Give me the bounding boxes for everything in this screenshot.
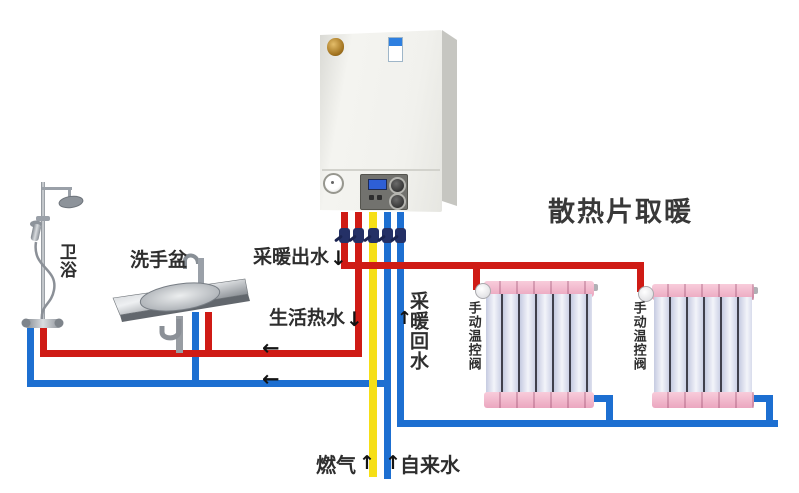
label-heating-outlet: 采暖出水 [253, 246, 330, 268]
pipe-heating-return-horizontal [397, 420, 778, 427]
pipe-cold-water-horizontal [27, 380, 391, 387]
gas-arrow-icon: ↑ [359, 452, 375, 474]
label-manual-valve-1: 手动温控阀 [465, 301, 481, 371]
radiator2-manual-valve [638, 286, 654, 302]
boiler-button-1 [369, 195, 374, 200]
pipe-radiator1-return-elbow [588, 395, 610, 402]
radiator2-fins [654, 297, 752, 395]
heating-outlet-arrow-icon: ↓ [330, 246, 347, 270]
valve-tap-water [382, 228, 393, 243]
boiler-energy-label [388, 37, 403, 62]
pipe-hot-water-shower [40, 328, 47, 357]
hot-water-flow-arrow-icon: ← [262, 336, 280, 360]
boiler-pressure-gauge [323, 173, 344, 194]
boiler-seam [322, 169, 440, 171]
radiator-1 [484, 281, 594, 408]
boiler-brand-badge [327, 38, 344, 56]
valve-gas [368, 228, 379, 243]
boiler-control-panel [360, 174, 408, 210]
radiator1-fins [486, 294, 592, 395]
cold-water-flow-arrow-icon: ← [262, 367, 280, 391]
label-gas: 燃气 [316, 453, 356, 477]
label-radiator-heating-title: 散热片取暖 [548, 197, 693, 228]
radiator1-top-header [484, 281, 594, 297]
radiator-2 [652, 284, 754, 408]
label-heating-return: 采暖回水 [406, 291, 429, 371]
label-tap-water: 自来水 [400, 453, 460, 477]
radiator2-top-header [652, 284, 754, 300]
pipe-hot-water-sink [205, 312, 212, 357]
label-bathroom: 卫浴 [55, 243, 76, 279]
domestic-hot-arrow-icon: ↓ [346, 307, 363, 331]
pipe-radiator2-return-riser [766, 395, 773, 427]
pipe-gas [369, 212, 377, 477]
pipe-cold-water-sink [192, 312, 199, 387]
pipe-radiator2-supply-drop [637, 262, 644, 292]
pipe-domestic-hot-horizontal [40, 350, 362, 357]
washbasin-fixture [112, 253, 250, 353]
valve-heating-return [395, 228, 406, 243]
label-manual-valve-2: 手动温控阀 [630, 301, 646, 371]
boiler-knob-bottom [389, 193, 406, 210]
pipe-heating-supply-horizontal [341, 262, 644, 269]
pipe-domestic-hot-vertical [355, 212, 362, 357]
tap-water-arrow-icon: ↑ [385, 452, 401, 474]
heating-return-arrow-icon: ↑ [397, 308, 413, 329]
label-washbasin: 洗手盆 [130, 249, 188, 271]
radiator2-bottom-header [652, 392, 754, 408]
boiler-lcd-display [368, 179, 387, 190]
valve-heating-supply [339, 228, 350, 243]
boiler-side-panel [442, 30, 457, 206]
boiler-knob-top [389, 177, 406, 194]
pipe-tap-water-main [384, 212, 391, 479]
pipe-heating-return-vertical [397, 212, 404, 426]
label-domestic-hot-water: 生活热水 [269, 307, 346, 329]
boiler-button-2 [377, 195, 382, 200]
valve-domestic-hot [353, 228, 364, 243]
pipe-radiator1-supply-drop [473, 262, 480, 290]
radiator1-bottom-header [484, 392, 594, 408]
radiator1-manual-valve [475, 283, 491, 299]
pipe-radiator2-return-elbow [748, 395, 770, 402]
pipe-radiator1-return-riser [606, 395, 613, 427]
shower-fixture [21, 182, 84, 328]
pipe-cold-water-shower [27, 328, 34, 387]
